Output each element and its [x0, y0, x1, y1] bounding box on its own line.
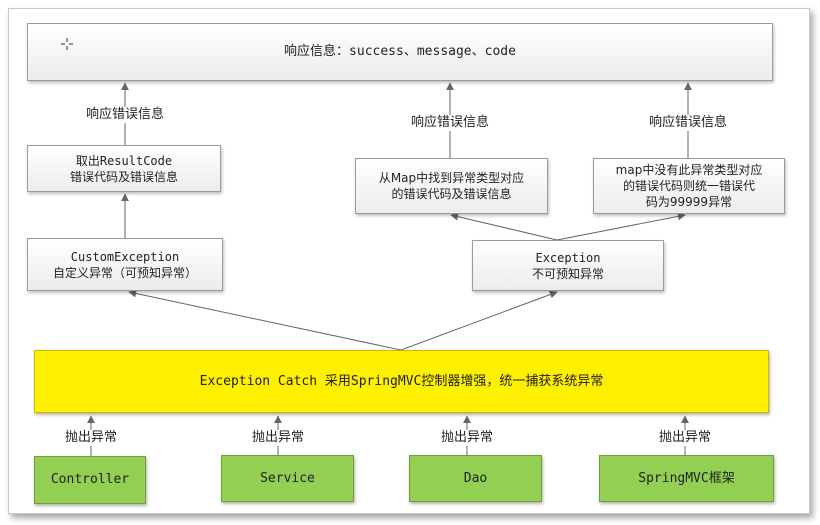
dao-box: Dao [409, 455, 542, 502]
throw-exception-label-dao: 抛出异常 [438, 430, 496, 446]
connector-lines [87, 82, 692, 456]
arrow-catch-to-exception [400, 290, 558, 351]
response-error-label-2: 响应错误信息 [408, 115, 492, 131]
response-error-label-3: 响应错误信息 [646, 115, 730, 131]
service-box: Service [221, 455, 354, 502]
springmvc-box: SpringMVC框架 [599, 455, 774, 502]
arrow-exception-to-mapfound [450, 212, 558, 241]
throw-exception-label-controller: 抛出异常 [62, 430, 120, 446]
response-error-label-1: 响应错误信息 [83, 107, 167, 123]
response-info-box: 响应信息：success、message、code [27, 23, 773, 81]
exception-box: Exception 不可预知异常 [472, 240, 664, 291]
take-result-code-box: 取出ResultCode 错误代码及错误信息 [27, 145, 221, 192]
arrow-exception-to-mapnotfound [556, 212, 686, 241]
crosshair-cursor-icon [61, 38, 73, 50]
throw-exception-label-springmvc: 抛出异常 [656, 430, 714, 446]
custom-exception-box: CustomException 自定义异常（可预知异常） [27, 238, 223, 291]
arrow-catch-to-custom [128, 289, 402, 351]
map-not-found-box: map中没有此异常类型对应 的错误代码则统一错误代 码为99999异常 [593, 158, 785, 214]
diagram-canvas: 响应信息：success、message、code 取出ResultCode 错… [8, 8, 810, 514]
throw-exception-label-service: 抛出异常 [249, 430, 307, 446]
map-found-box: 从Map中找到异常类型对应 的错误代码及错误信息 [355, 158, 548, 214]
exception-catch-box: Exception Catch 采用SpringMVC控制器增强，统一捕获系统异… [34, 350, 769, 413]
controller-box: Controller [34, 456, 146, 504]
